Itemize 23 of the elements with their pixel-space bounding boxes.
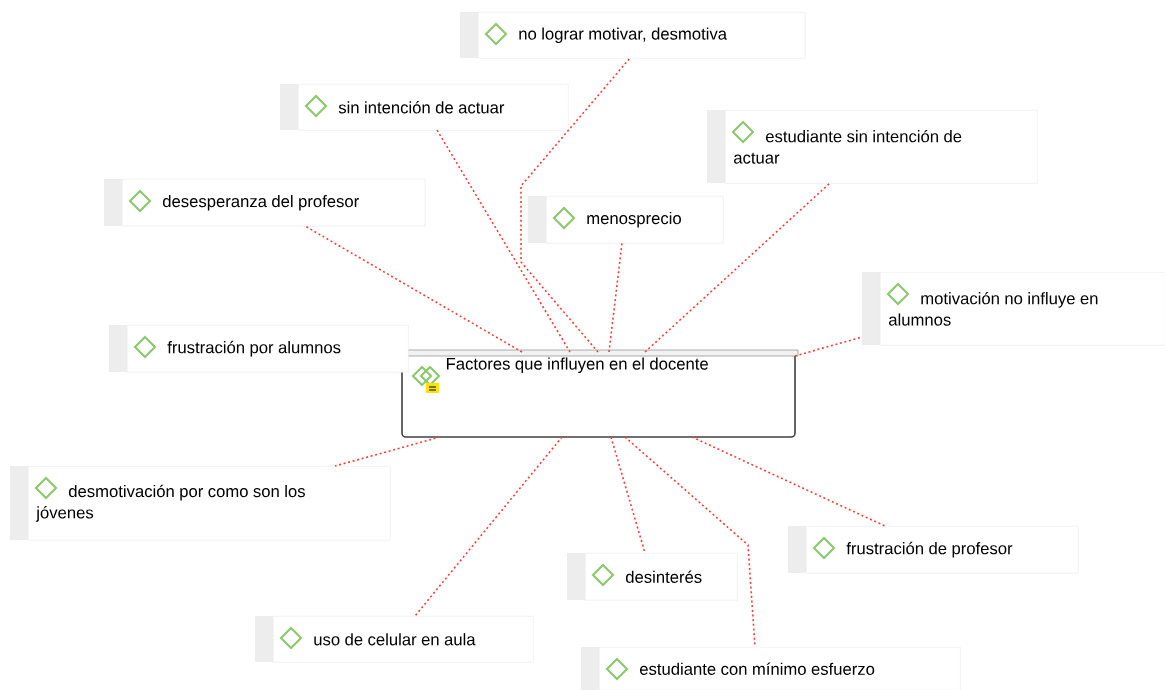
connector-line [610, 436, 646, 554]
topic-box: estudiante sin intención de actuar [707, 110, 1038, 184]
topic-box: desesperanza del profesor [104, 179, 426, 227]
topic-box: no lograr motivar, desmotiva [460, 12, 806, 59]
topic-box: desinterés [567, 553, 738, 601]
topic-box: estudiante con mínimo esfuerzo [581, 647, 961, 690]
connector-line [794, 336, 863, 357]
topic-box: frustración de profesor [788, 526, 1079, 574]
connector-line [304, 225, 523, 353]
connector-line [436, 129, 571, 353]
topic-box: Factores que influyen en el docente [399, 349, 799, 438]
topic-box: desmotivación por como son los jóvenes [10, 466, 391, 541]
topic-box: menosprecio [528, 196, 724, 244]
topic-box: sin intención de actuar [280, 84, 569, 131]
topic-box: motivación no influye en alumnos [862, 272, 1165, 346]
topic-box: uso de celular en aula [255, 616, 534, 663]
connector-line [608, 242, 623, 353]
connector-line [644, 182, 831, 353]
connector-line [691, 436, 886, 527]
connector-line [520, 57, 631, 353]
connector-line [334, 436, 441, 467]
topic-box: frustración por alumnos [109, 325, 409, 373]
connector-line [414, 436, 563, 617]
